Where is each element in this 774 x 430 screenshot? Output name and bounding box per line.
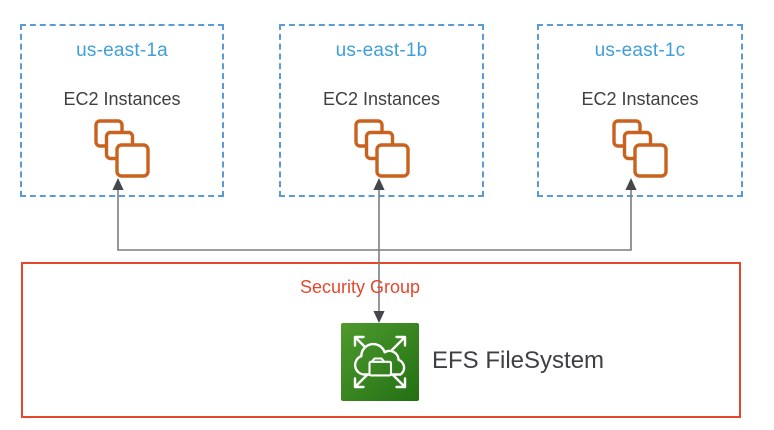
security-group-label: Security Group — [299, 277, 421, 297]
ec2-instances-label: EC2 Instances — [322, 89, 441, 109]
ec2-instances-icon — [611, 118, 669, 185]
availability-zone-us-east-1b: us-east-1b EC2 Instances — [279, 24, 484, 197]
zone-label: us-east-1c — [594, 40, 686, 61]
ec2-instances-label: EC2 Instances — [581, 89, 699, 109]
connector-line-outer-zones — [117, 188, 632, 251]
availability-zone-us-east-1c: us-east-1c EC2 Instances — [537, 24, 743, 197]
zone-label: us-east-1a — [76, 40, 168, 61]
zone-label: us-east-1b — [335, 40, 428, 61]
availability-zone-us-east-1a: us-east-1a EC2 Instances — [20, 24, 224, 197]
ec2-instances-icon — [353, 118, 411, 185]
efs-filesystem-label: EFS FileSystem — [432, 347, 605, 374]
ec2-instances-icon — [93, 118, 151, 185]
ec2-instances-label: EC2 Instances — [63, 89, 181, 109]
security-group-box — [21, 262, 741, 418]
efs-filesystem-icon — [341, 323, 419, 401]
